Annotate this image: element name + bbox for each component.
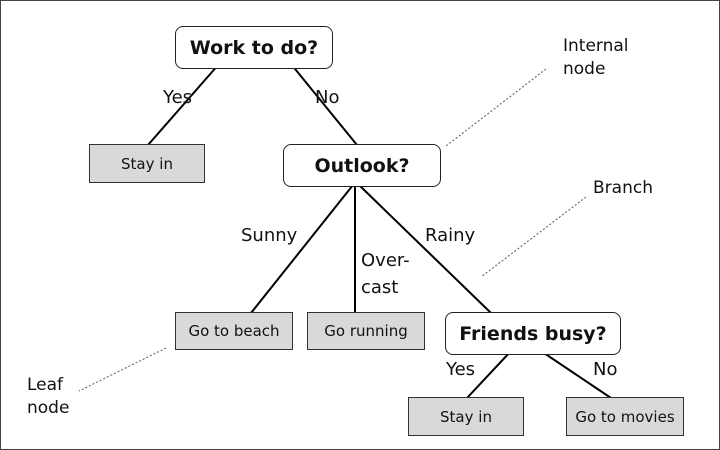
annotation-internal-node: Internal node xyxy=(563,35,629,81)
leaf-stay-in-2: Stay in xyxy=(408,397,524,436)
annotation-internal-line2: node xyxy=(563,58,606,79)
node-friends-busy: Friends busy? xyxy=(445,312,621,355)
leaf-go-to-beach: Go to beach xyxy=(175,312,293,350)
node-outlook: Outlook? xyxy=(283,144,441,187)
edge-label-sunny: Sunny xyxy=(241,225,298,246)
edge-label-overcast-line1: Over- xyxy=(361,250,410,271)
pointer-leaf-node xyxy=(78,347,167,392)
edge-label-no: No xyxy=(315,87,340,108)
edge-label-friends-no: No xyxy=(593,359,618,380)
edge-work-no xyxy=(290,63,358,146)
edge-label-yes: Yes xyxy=(163,87,193,108)
leaf-stay-in-1: Stay in xyxy=(89,144,205,183)
pointer-internal-node xyxy=(445,68,547,147)
pointer-branch xyxy=(480,196,587,278)
annotation-branch: Branch xyxy=(593,178,653,198)
annotation-leaf-line2: node xyxy=(27,397,70,418)
leaf-go-running: Go running xyxy=(307,312,425,350)
leaf-go-to-movies: Go to movies xyxy=(566,397,684,436)
edge-label-friends-yes: Yes xyxy=(446,359,476,380)
edge-friends-yes xyxy=(466,350,512,399)
node-work-to-do: Work to do? xyxy=(175,26,333,69)
edge-label-rainy: Rainy xyxy=(425,225,476,246)
edge-label-overcast-line2: cast xyxy=(361,277,399,298)
edge-work-yes xyxy=(147,63,220,146)
annotation-leaf-node: Leaf node xyxy=(27,374,69,420)
edge-sunny xyxy=(250,184,354,314)
annotation-internal-line1: Internal xyxy=(563,36,629,56)
edge-friends-no xyxy=(540,350,612,399)
annotation-leaf-line1: Leaf xyxy=(27,375,64,395)
edge-rainy xyxy=(358,184,492,314)
